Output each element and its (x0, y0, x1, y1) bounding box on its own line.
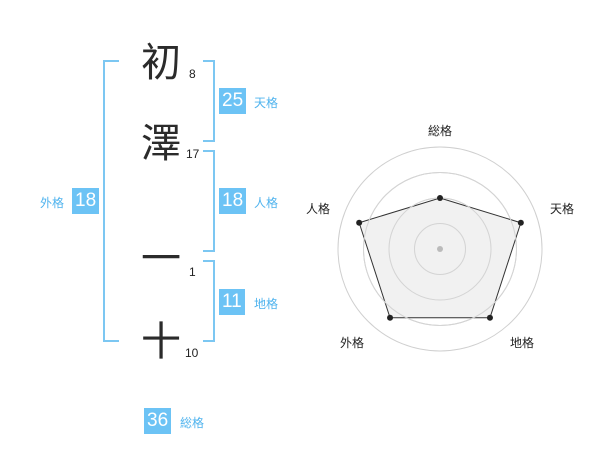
radar-axis-label-1: 天格 (550, 202, 575, 216)
gaikaku-bracket (103, 60, 119, 342)
jinkaku-label: 人格 (254, 196, 279, 210)
radar-inner-ring (363, 172, 517, 326)
chikaku-bracket (203, 260, 215, 342)
gaikaku-label: 外格 (40, 196, 65, 210)
radar-point-0 (437, 195, 443, 201)
jinkaku-bracket (203, 150, 215, 252)
soukaku-value: 36 (144, 408, 172, 434)
radar-axis-label-3: 外格 (340, 336, 365, 350)
tenkaku-label: 天格 (254, 96, 279, 110)
stroke-count-4: 10 (185, 346, 199, 360)
radar-ring (337, 146, 543, 352)
stroke-count-1: 8 (189, 67, 196, 81)
soukaku-label: 総格 (180, 416, 205, 430)
radar-center-dot (437, 246, 443, 252)
radar-point-2 (486, 314, 493, 321)
char-3: 一 (141, 236, 181, 282)
gaikaku-value: 18 (72, 188, 100, 214)
char-2: 澤 (141, 121, 181, 167)
chikaku-label: 地格 (254, 297, 279, 311)
radar-axis-label-0: 総格 (428, 124, 453, 138)
stroke-count-2: 17 (186, 147, 200, 161)
tenkaku-value: 25 (219, 88, 247, 114)
radar-axis-label-2: 地格 (510, 336, 535, 350)
char-1: 初 (141, 40, 181, 86)
radar-axis-label-4: 人格 (306, 202, 331, 216)
jinkaku-value: 18 (219, 188, 247, 214)
radar-point-4 (356, 219, 363, 226)
chikaku-value: 11 (219, 289, 245, 315)
stroke-count-3: 1 (189, 265, 196, 279)
radar-point-1 (517, 219, 524, 226)
radar-point-3 (387, 314, 394, 321)
radar-inner-ring (414, 223, 466, 275)
tenkaku-bracket (203, 60, 215, 142)
char-4: 十 (141, 319, 181, 365)
radar-polygon (358, 197, 522, 319)
